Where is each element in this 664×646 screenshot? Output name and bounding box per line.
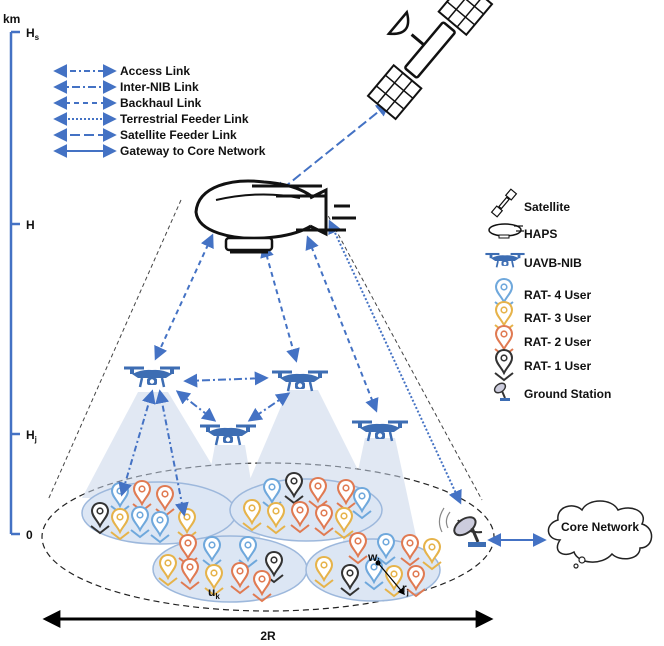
core-network-label: Core Network	[561, 520, 639, 534]
node-legend-label: HAPS	[524, 227, 557, 241]
axis-h-label: H	[26, 218, 35, 232]
ground-station-icon	[438, 507, 486, 547]
satellite-feeder-link	[273, 102, 391, 196]
r-j-label: rj	[402, 581, 409, 597]
node-legend-item: RAT- 4 User	[494, 278, 591, 310]
link-legend-item: Terrestrial Feeder Link	[53, 112, 249, 126]
link-legend-label: Access Link	[120, 64, 190, 78]
node-legend-item: RAT- 2 User	[494, 325, 591, 357]
link-legend-item: Inter-NIB Link	[53, 80, 199, 94]
terrestrial-feeder-link	[328, 219, 462, 505]
drone-icon	[270, 370, 330, 393]
node-legend-label: RAT- 3 User	[524, 311, 591, 325]
network-links	[118, 102, 547, 547]
node-legend-label: Ground Station	[524, 387, 611, 401]
node-legend-item: RAT- 1 User	[494, 349, 591, 381]
node-legend-label: UAVB-NIB	[524, 256, 582, 270]
node-legend-item: UAVB-NIB	[484, 252, 582, 270]
user-pin-icon	[494, 349, 514, 381]
drone-icon	[484, 252, 526, 269]
inter-nib-link-2	[175, 390, 217, 422]
node-legend-label: RAT- 2 User	[524, 335, 591, 349]
backhaul-link-1	[154, 233, 214, 361]
axis-hj-label: Hj	[26, 428, 37, 444]
node-legend-item: Ground Station	[493, 382, 611, 401]
satellite-icon	[490, 188, 518, 218]
inter-nib-link-1	[183, 371, 269, 388]
link-legend-item: Backhaul Link	[53, 96, 202, 110]
link-legend-item: Gateway to Core Network	[53, 144, 266, 158]
drone-icon	[198, 424, 258, 447]
access-link-2	[155, 389, 189, 517]
core-network-cloud: Core Network	[547, 500, 653, 569]
axis-hs-label: Hs	[26, 26, 40, 42]
haps-icon	[194, 179, 356, 254]
link-legend-item: Access Link	[53, 64, 190, 78]
backhaul-link-3	[305, 235, 379, 413]
link-legend-label: Backhaul Link	[120, 96, 202, 110]
node-legend-label: RAT- 1 User	[524, 359, 591, 373]
drone-icon	[350, 420, 410, 443]
node-legend-item: HAPS	[488, 223, 557, 241]
cluster-3	[152, 535, 308, 603]
inter-nib-link-3	[247, 392, 291, 422]
backhaul-link-2	[260, 243, 300, 363]
span-label: 2R	[260, 629, 276, 643]
haps-icon	[488, 223, 524, 239]
link-legend-label: Gateway to Core Network	[120, 144, 266, 158]
altitude-axis: km Hs H Hj 0	[3, 12, 40, 542]
axis-zero-label: 0	[26, 528, 33, 542]
axis-unit-label: km	[3, 12, 20, 26]
satellite-icon	[366, 0, 494, 121]
node-legend-item: Satellite	[490, 188, 570, 218]
drone-icon	[122, 366, 182, 389]
w-j-label: wj	[367, 550, 380, 566]
link-legend-label: Satellite Feeder Link	[120, 128, 237, 142]
node-legend-item: RAT- 3 User	[494, 301, 591, 333]
link-legend-label: Inter-NIB Link	[120, 80, 199, 94]
ground-station-icon	[493, 382, 510, 401]
access-link-1	[118, 389, 156, 497]
link-legend-item: Satellite Feeder Link	[53, 128, 237, 142]
node-legend-label: Satellite	[524, 200, 570, 214]
link-legend-label: Terrestrial Feeder Link	[120, 112, 249, 126]
node-legend-label: RAT- 4 User	[524, 288, 591, 302]
cluster-radius-marker: wj rj	[367, 550, 409, 597]
diameter-span: 2R	[42, 610, 494, 643]
user-k-label: uk	[208, 585, 220, 601]
